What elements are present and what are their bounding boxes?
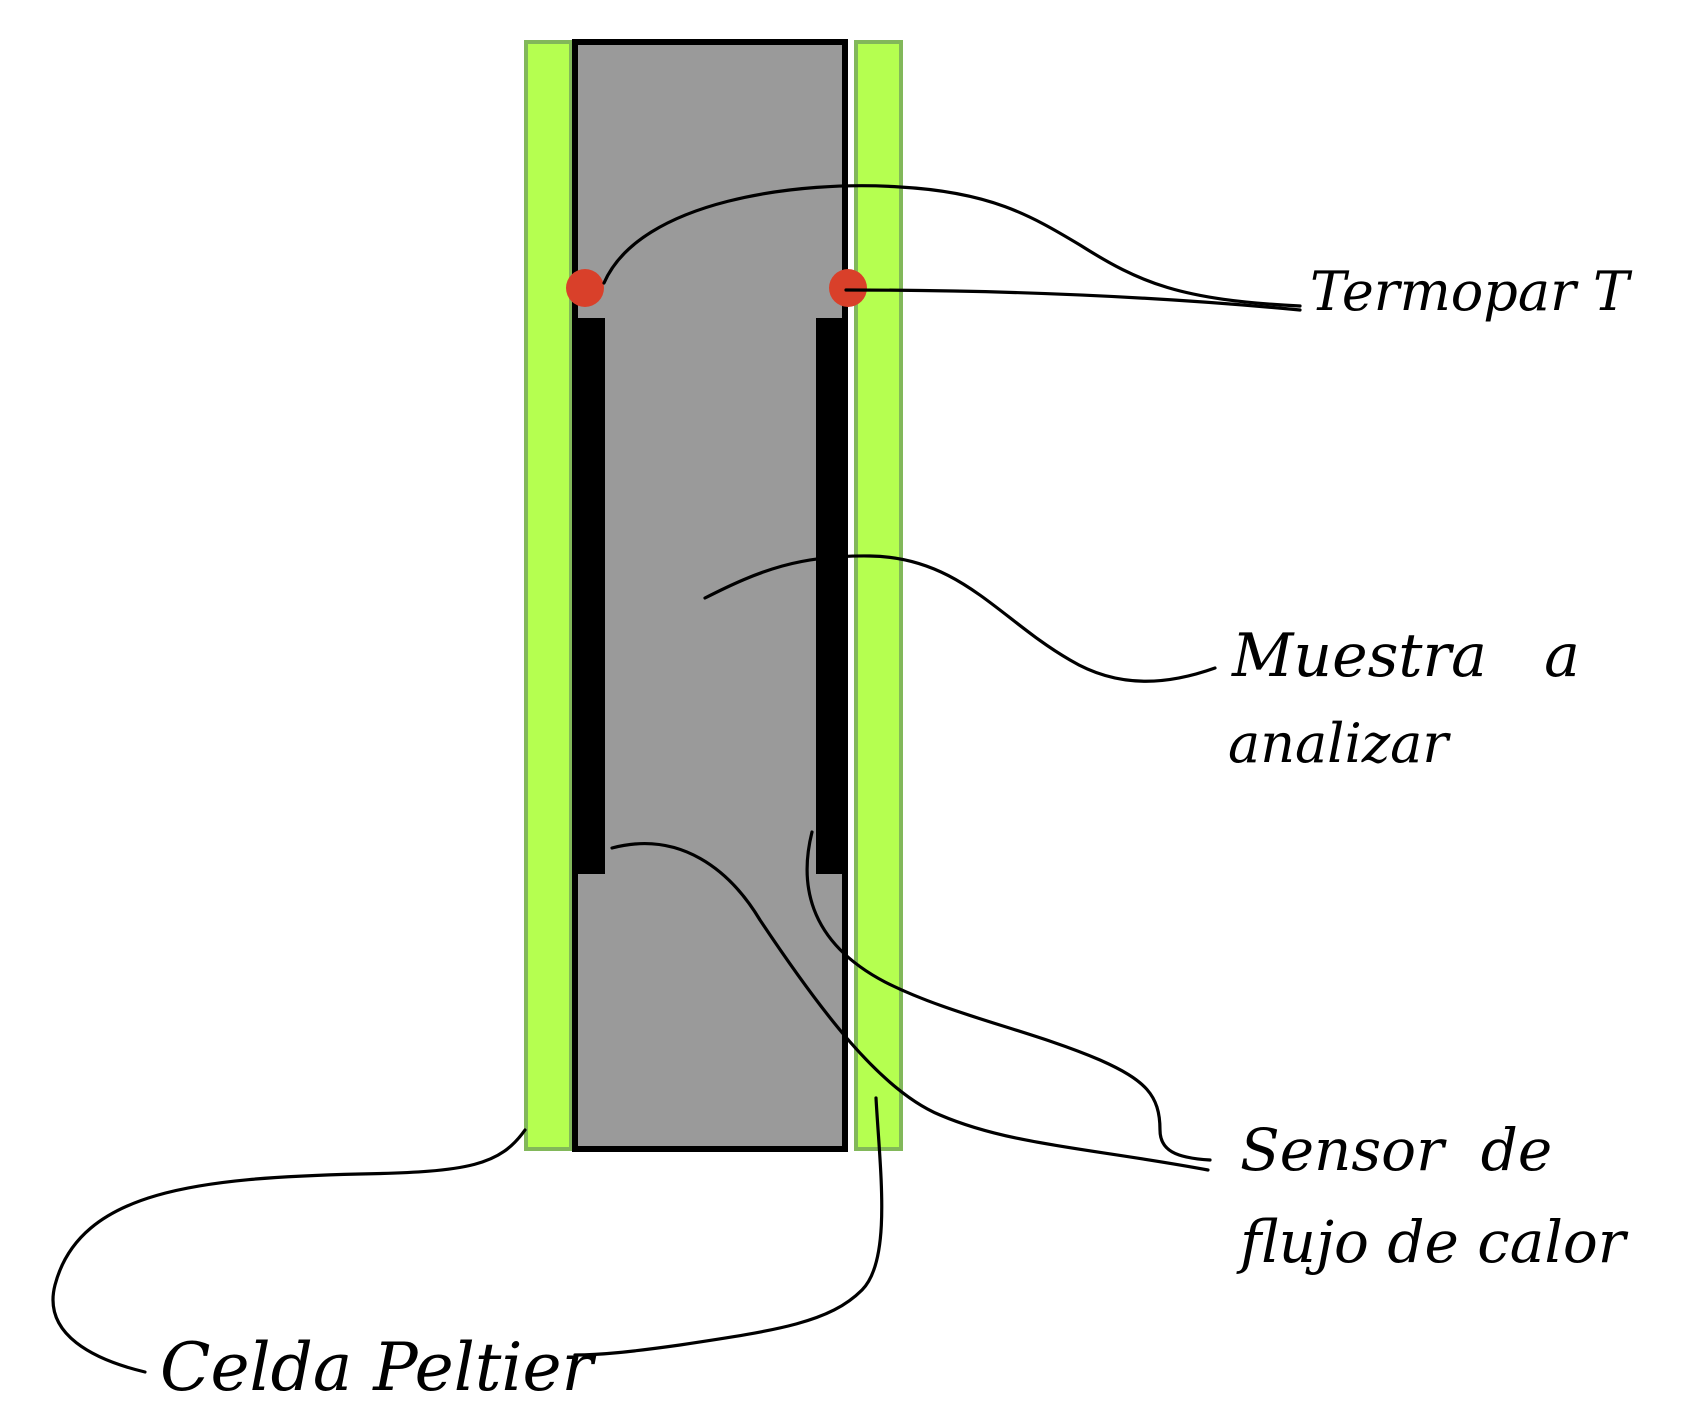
thermocouple-right bbox=[829, 269, 867, 307]
label-sensor-line1: Sensor de bbox=[1240, 1116, 1552, 1184]
heat-flux-sensor-right bbox=[816, 318, 843, 874]
heat-flux-sensor-left bbox=[578, 318, 605, 874]
peltier-cell-left bbox=[524, 40, 573, 1151]
leader-thermocouple-left bbox=[602, 184, 1302, 308]
label-peltier: Celda Peltier bbox=[160, 1329, 597, 1406]
label-sample-line1: Muestra a bbox=[1231, 621, 1580, 691]
leader-sample bbox=[703, 554, 1217, 683]
peltier-cell-right bbox=[854, 40, 903, 1151]
leader-peltier-right bbox=[573, 1096, 884, 1357]
label-sample-line2: analizar bbox=[1228, 712, 1451, 775]
leader-thermocouple-right bbox=[844, 288, 1302, 312]
thermocouple-left bbox=[566, 269, 604, 307]
label-thermocouple: Termopar T bbox=[1310, 260, 1633, 323]
label-sensor-line2: flujo de calor bbox=[1236, 1208, 1629, 1276]
leader-sensor-right bbox=[805, 830, 1212, 1162]
leader-sensor-left bbox=[610, 842, 1210, 1172]
leader-peltier-left bbox=[51, 1128, 527, 1374]
